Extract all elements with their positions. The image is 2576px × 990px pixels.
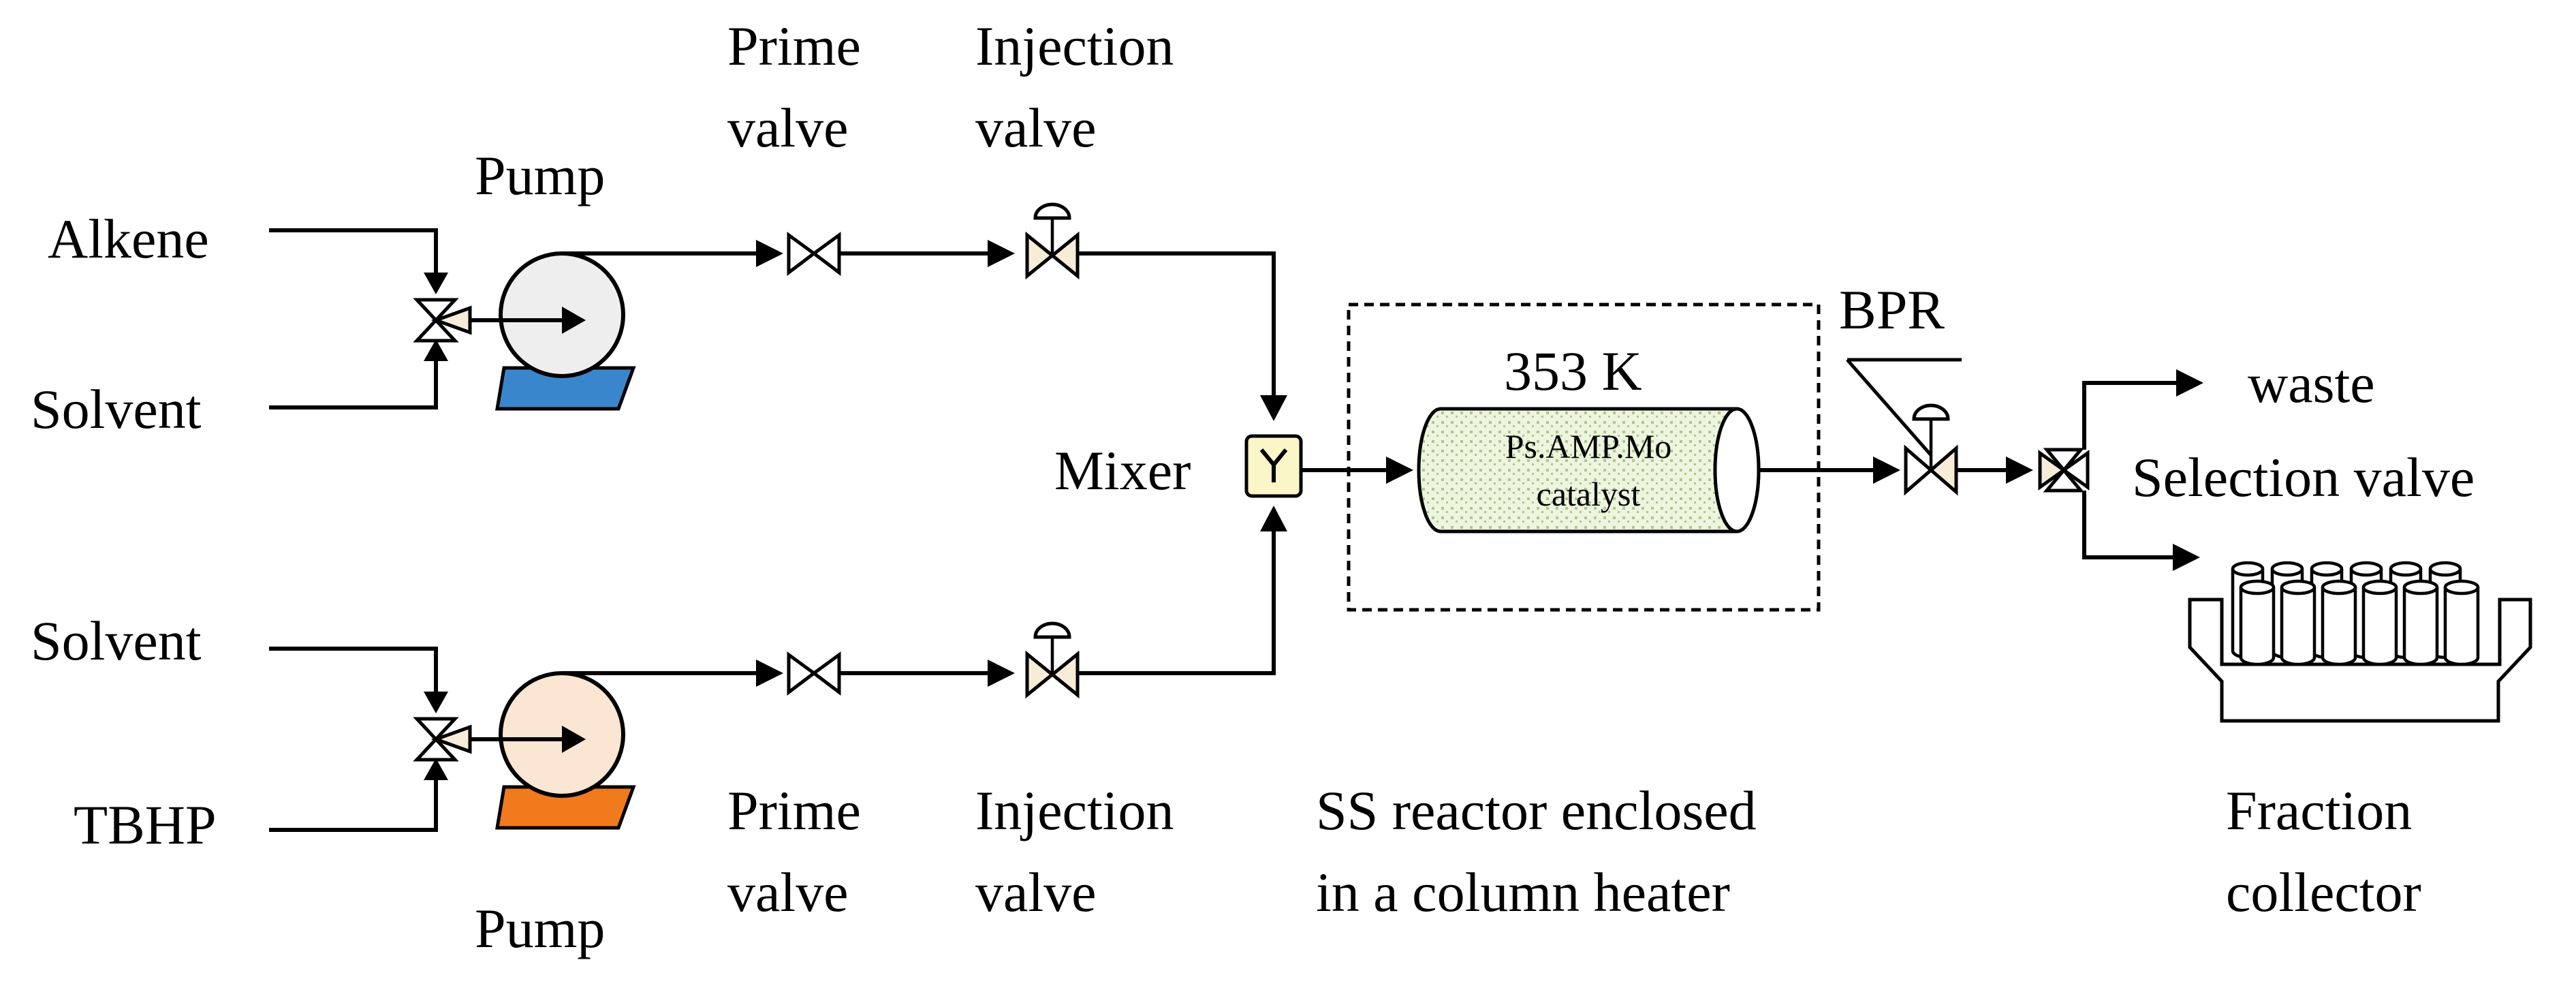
- three-way-valve-top: [413, 298, 472, 343]
- test-tube-front-rim: [2402, 579, 2439, 595]
- three-way-valve-bottom: [413, 717, 472, 762]
- bottom-to-mixer-line: [1078, 531, 1276, 675]
- reactor-column: [1417, 407, 1761, 533]
- pump-top-arrow-head: [562, 307, 586, 334]
- prime-valve-top: [787, 232, 841, 277]
- reactor-caption-1: SS reactor enclosed: [1316, 779, 1757, 841]
- fraction-collector: [2188, 561, 2532, 723]
- pump-top: [470, 251, 636, 411]
- selection-in-arrow: [2006, 457, 2033, 484]
- reactor-in-arrow: [1386, 457, 1413, 484]
- test-tube-front: [2443, 587, 2480, 666]
- top-arrow-1: [756, 240, 783, 267]
- collector-line: [2082, 491, 2186, 559]
- prime-valve-top-label-1: Prime: [727, 15, 861, 77]
- waste-label: waste: [2248, 352, 2375, 414]
- mixer-arrow-bottom: [1260, 506, 1287, 531]
- input-tbhp-label: TBHP: [74, 794, 217, 856]
- test-tube-front: [2239, 587, 2276, 666]
- prime-valve-top-label-2: valve: [727, 97, 849, 159]
- injection-valve-bottom: [1025, 621, 1080, 699]
- injection-valve-bottom-label-2: valve: [975, 861, 1097, 923]
- selection-valve-label: Selection valve: [2132, 446, 2475, 508]
- waste-line: [2082, 381, 2190, 450]
- prime-valve-bottom: [787, 651, 841, 696]
- injection-valve-top-label-2: valve: [975, 97, 1097, 159]
- pump-bottom-arrow-head: [562, 726, 586, 753]
- solvent-bottom-arrow: [424, 692, 448, 713]
- catalyst-label-1: Ps.AMP.Mo: [1505, 427, 1672, 465]
- solvent-top-arrow: [424, 339, 448, 361]
- collector-arrow: [2173, 544, 2200, 571]
- bottom-arrow-2: [988, 660, 1015, 687]
- reactor-caption-2: in a column heater: [1316, 861, 1730, 923]
- injection-valve-bottom-label-1: Injection: [975, 779, 1174, 841]
- fraction-collector-label-1: Fraction: [2226, 779, 2412, 841]
- tbhp-line: [269, 780, 438, 832]
- test-tube-front: [2321, 587, 2357, 666]
- bottom-arrow-1: [756, 660, 783, 687]
- test-tube-front-rim: [2280, 579, 2316, 595]
- injection-valve-top: [1025, 202, 1080, 280]
- reactor-temperature-label: 353 K: [1504, 340, 1642, 402]
- test-tube-front-rim: [2361, 579, 2398, 595]
- solvent-top-line: [269, 361, 438, 409]
- pump-bottom: [470, 671, 636, 830]
- test-tube-back-rim: [2270, 561, 2304, 577]
- test-tube-back-rim: [2349, 561, 2383, 577]
- test-tube-back-rim: [2310, 561, 2344, 577]
- injection-valve-top-label-1: Injection: [975, 15, 1174, 77]
- collector-tray: [2188, 598, 2532, 723]
- bpr-valve: [1846, 358, 1962, 496]
- prime-valve-bottom-label-1: Prime: [727, 779, 861, 841]
- selection-valve: [2038, 448, 2090, 493]
- top-arrow-2: [988, 240, 1015, 267]
- tbhp-arrow: [424, 758, 448, 780]
- test-tube-front: [2280, 587, 2316, 666]
- test-tube-back-rim: [2389, 561, 2423, 577]
- bpr-label: BPR: [1839, 279, 1945, 341]
- column-heater-box: [1347, 303, 1821, 612]
- fraction-collector-label-2: collector: [2226, 861, 2421, 923]
- mixer: [1244, 434, 1303, 498]
- top-to-mixer-line: [1078, 251, 1276, 395]
- mixer-label: Mixer: [1054, 439, 1191, 501]
- bpr-in-arrow: [1873, 457, 1900, 484]
- waste-arrow: [2176, 369, 2203, 397]
- pump-bottom-label: Pump: [475, 897, 605, 959]
- input-solvent-bottom-label: Solvent: [31, 610, 202, 672]
- input-solvent-top-label: Solvent: [31, 378, 202, 440]
- test-tube-back-rim: [2428, 561, 2462, 577]
- solvent-bottom-line: [269, 647, 438, 692]
- test-tube-front: [2402, 587, 2439, 666]
- test-tube-front-rim: [2239, 579, 2276, 595]
- mixer-arrow-top: [1260, 395, 1287, 421]
- pump-top-label: Pump: [475, 144, 605, 206]
- test-tube-front-rim: [2321, 579, 2357, 595]
- catalyst-label-2: catalyst: [1537, 475, 1641, 513]
- prime-valve-bottom-label-2: valve: [727, 861, 849, 923]
- test-tube-front: [2361, 587, 2398, 666]
- test-tube-back-rim: [2231, 561, 2265, 577]
- input-alkene-label: Alkene: [48, 208, 209, 270]
- alkene-line: [269, 228, 438, 273]
- test-tube-front-rim: [2443, 579, 2480, 595]
- alkene-arrow: [424, 273, 448, 294]
